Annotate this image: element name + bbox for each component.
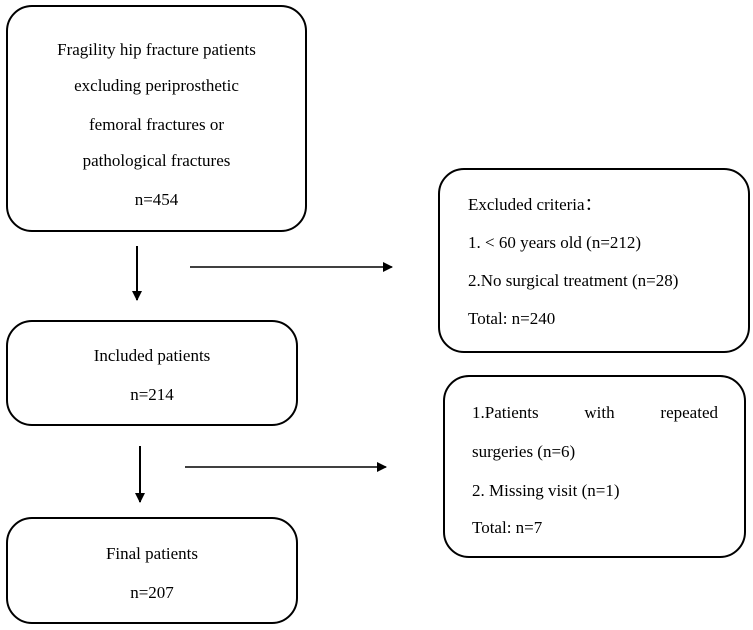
included-count: n=214 [130,385,174,404]
final-count: n=207 [130,583,174,602]
exclusion-2-word-3: repeated [660,403,718,422]
exclusion-2-item-2: 2. Missing visit (n=1) [472,481,620,500]
exclusion-2-item-1-line-2: surgeries (n=6) [472,442,576,461]
included-box: Included patients n=214 [6,320,298,426]
exclusion-1-total: Total: n=240 [468,309,556,328]
start-count: n=454 [134,190,179,209]
exclusion-box-2: 1.Patients with repeated surgeries (n=6)… [443,375,746,558]
exclusion-2-item-1-line-1: 1.Patients with repeated [472,403,718,423]
exclusion-1-heading: Excluded criteria： [468,195,602,214]
exclusion-1-item-2: 2.No surgical treatment (n=28) [468,271,679,290]
start-line-1: Fragility hip fracture patients [57,40,256,59]
start-line-4: pathological fractures [82,151,231,170]
final-label: Final patients [105,544,199,563]
exclusion-2-total: Total: n=7 [472,518,543,537]
exclusion-1-item-1: 1. < 60 years old (n=212) [468,233,642,252]
included-label: Included patients [93,346,211,365]
exclusion-box-1: Excluded criteria： 1. < 60 years old (n=… [438,168,750,353]
final-box: Final patients n=207 [6,517,298,624]
start-line-2: excluding periprosthetic [74,76,239,95]
start-box: Fragility hip fracture patients excludin… [6,5,307,232]
exclusion-2-word-2: with [584,403,615,422]
start-line-3: femoral fractures or [89,115,224,134]
exclusion-2-word-1: 1.Patients [472,403,539,422]
